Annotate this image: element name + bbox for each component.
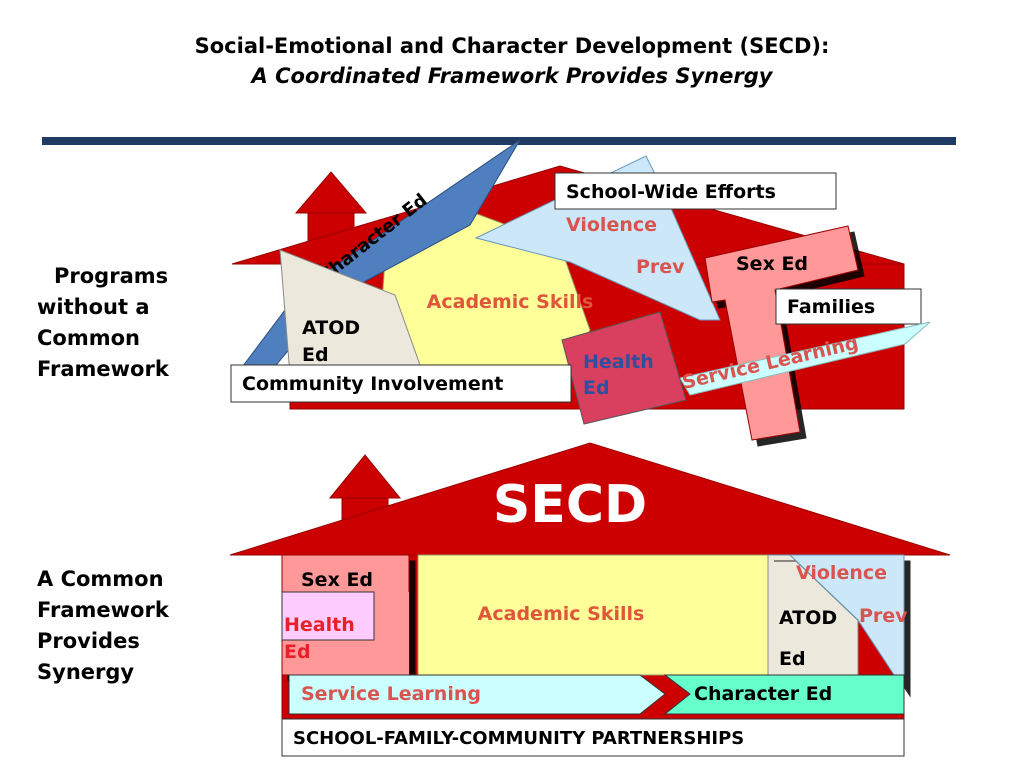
left-label-top-line4: Framework	[37, 357, 169, 381]
top-families-box	[775, 288, 922, 325]
bottom-character-ed-label: Character Ed	[694, 683, 832, 705]
bottom-violence-prev-shape	[768, 554, 905, 692]
top-academic-skills-label: Academic Skills	[427, 291, 594, 313]
divider-line	[42, 137, 956, 145]
left-label-bottom-line4: Synergy	[37, 660, 135, 684]
bottom-academic-skills-shape	[417, 554, 769, 676]
bottom-sex-ed-label: Sex Ed	[301, 569, 373, 591]
bottom-chimney-cap	[328, 454, 402, 499]
bottom-roof-label: SECD	[493, 475, 647, 535]
page-subtitle: A Coordinated Framework Provides Synergy	[251, 64, 773, 88]
top-health-ed-label-2: Ed	[583, 377, 610, 399]
bottom-service-learning-shape	[288, 674, 666, 715]
top-community-label: Community Involvement	[242, 373, 503, 395]
top-chimney-cap	[294, 171, 368, 214]
top-sex-ed-shape	[704, 225, 859, 441]
bottom-health-ed-label-2: Ed	[284, 641, 311, 663]
page-title: Social-Emotional and Character Developme…	[194, 34, 830, 58]
left-label-top-line1: Programs	[54, 264, 169, 288]
left-label-bottom-line3: Provides	[37, 629, 140, 653]
top-atod-label-1: ATOD	[302, 317, 360, 339]
bottom-character-ed-shape	[663, 674, 905, 715]
left-label-top: Programs without a Common Framework	[37, 261, 169, 385]
bottom-prev-label: Prev	[859, 605, 908, 627]
top-violence-label: Violence	[566, 214, 657, 236]
bottom-health-ed-label-1: Health	[284, 614, 355, 636]
top-service-learning-shape	[679, 321, 931, 396]
top-school-wide-box	[554, 172, 837, 210]
top-community-box	[230, 364, 572, 403]
bottom-academic-skills-label: Academic Skills	[478, 603, 645, 625]
top-sex-ed-label: Sex Ed	[736, 253, 808, 275]
top-health-ed-shape	[561, 311, 687, 425]
top-house: Academic Skills Violence Prev School-Wid…	[230, 139, 931, 441]
left-label-bottom: A Common Framework Provides Synergy	[37, 564, 169, 688]
bottom-service-learning-label: Service Learning	[301, 683, 481, 705]
bottom-atod-label-2: Ed	[779, 648, 806, 670]
top-families-label: Families	[787, 296, 875, 318]
bottom-house: SECD Sex Ed Health Ed Academic Skills AT…	[229, 442, 951, 757]
bottom-partnerships-label: SCHOOL-FAMILY-COMMUNITY PARTNERSHIPS	[293, 728, 744, 749]
bottom-sex-ed-column	[375, 592, 409, 675]
top-school-wide-label: School-Wide Efforts	[566, 181, 776, 203]
bottom-atod-label-1: ATOD	[779, 607, 837, 629]
left-label-top-line2: without a	[37, 295, 150, 319]
left-label-top-line3: Common	[37, 326, 140, 350]
bottom-violence-label: Violence	[796, 562, 887, 584]
top-health-ed-label-1: Health	[583, 351, 654, 373]
top-prev-label: Prev	[636, 256, 685, 278]
top-atod-label-2: Ed	[302, 344, 329, 366]
left-label-bottom-line2: Framework	[37, 598, 169, 622]
bottom-partnerships-box	[281, 718, 905, 757]
bottom-health-ed-shape	[281, 591, 375, 641]
left-label-bottom-line1: A Common	[37, 567, 164, 591]
